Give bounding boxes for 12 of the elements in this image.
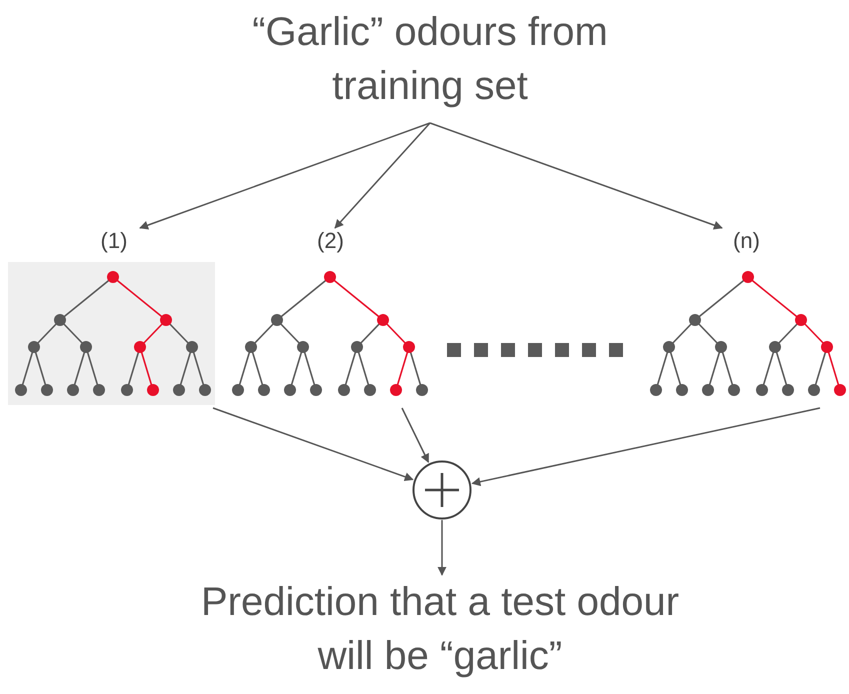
caption-text: Prediction that a test odour will be “garlic” bbox=[200, 579, 680, 680]
arrow bbox=[139, 122, 430, 230]
tree-label: (n) bbox=[733, 228, 760, 254]
arrow bbox=[334, 122, 431, 229]
arrow bbox=[430, 122, 723, 230]
arrow bbox=[401, 408, 430, 463]
tree-label: (1) bbox=[100, 228, 128, 254]
arrow bbox=[471, 407, 820, 486]
arrow bbox=[438, 520, 446, 576]
caption-text: “Garlic” odours from training set bbox=[251, 9, 609, 110]
arrow bbox=[212, 407, 414, 482]
tree-label: (2) bbox=[317, 228, 344, 254]
